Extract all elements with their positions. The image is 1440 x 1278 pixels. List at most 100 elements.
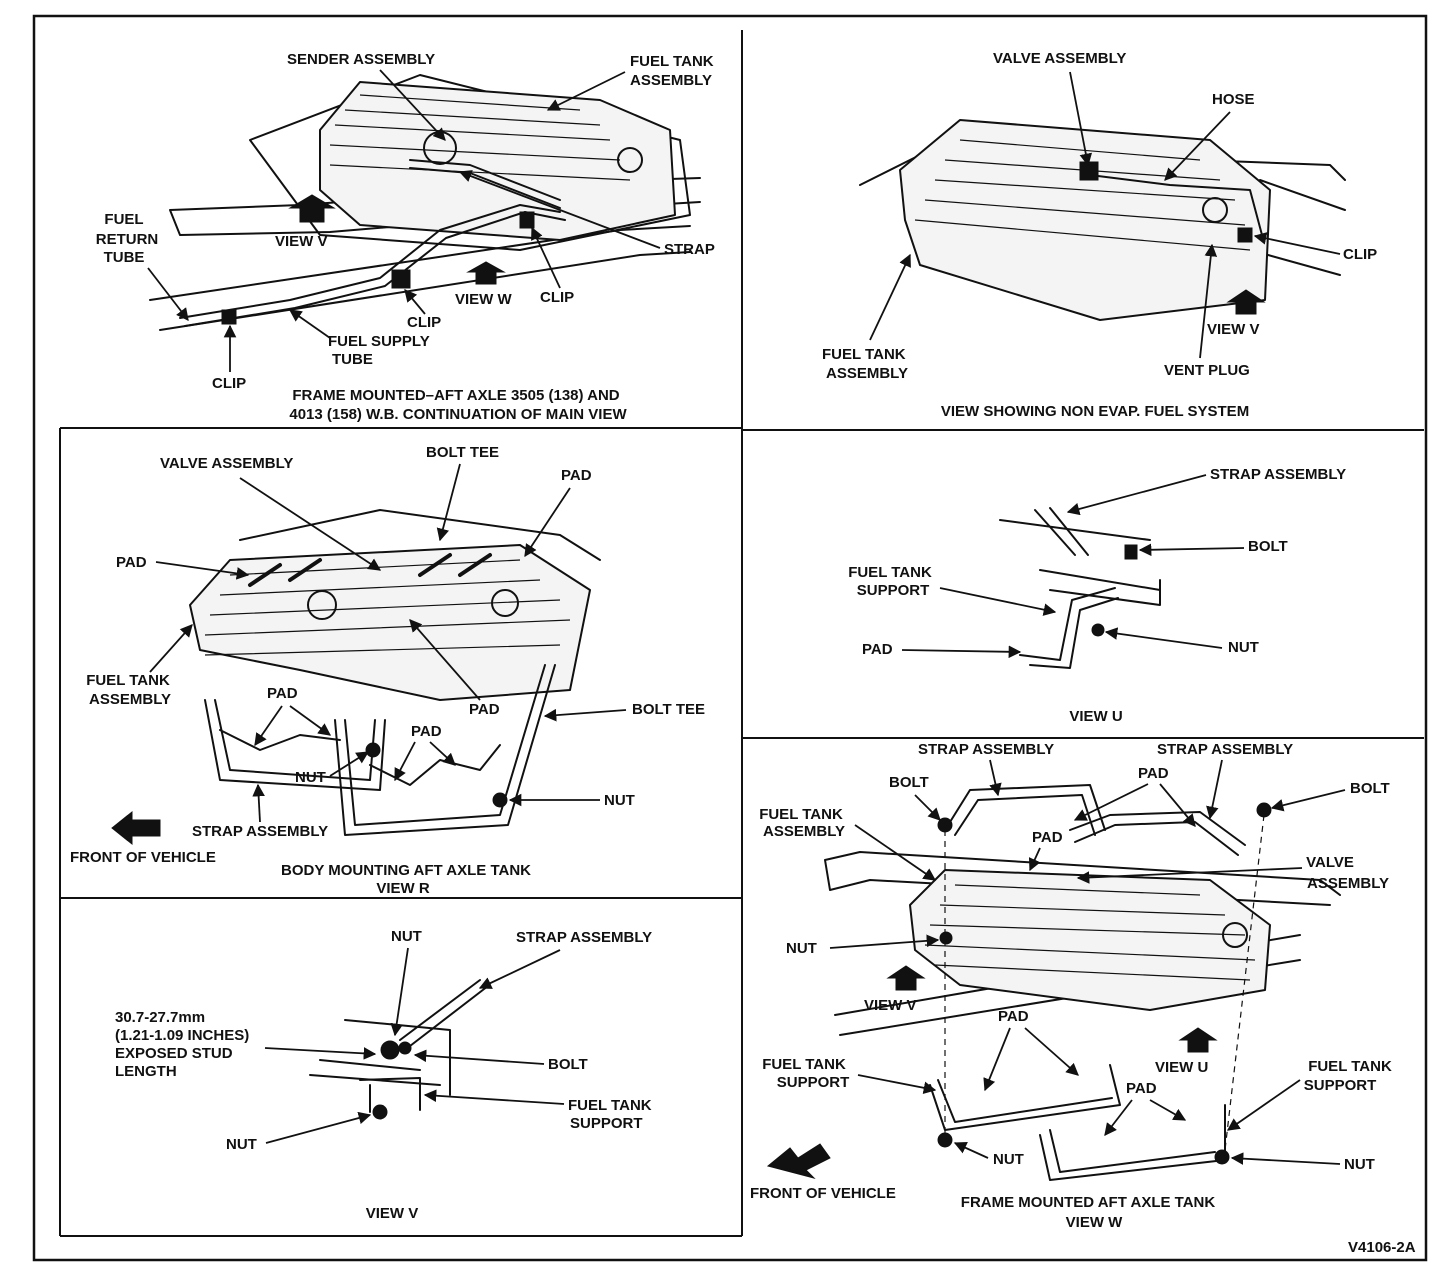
support-r-left [219,729,341,751]
label-strap-assembly-w-left: STRAP ASSEMBLY [918,741,1054,758]
panel-view-w: STRAP ASSEMBLY STRAP ASSEMBLY BOLT PAD B… [750,741,1392,1231]
hose-right [1089,174,1263,236]
bolt-w-right [1256,802,1272,818]
outer-frame [32,14,1428,1262]
label-fuel-tank-assembly-l1: FUEL TANK [630,53,714,70]
clip-mark-2 [519,211,535,229]
label-nut-w-left: NUT [786,940,817,957]
label-nut-top: NUT [391,928,422,945]
label-pad-w-center: PAD [1032,829,1063,846]
label-bolt-w-right: BOLT [1350,780,1390,797]
label-strap-assembly-w-right: STRAP ASSEMBLY [1157,741,1293,758]
view-v-arrow-right [1226,289,1266,315]
crossmember [249,74,691,251]
figure-id: V4106-2A [1348,1239,1416,1256]
label-valve-assembly-w2: ASSEMBLY [1307,875,1389,892]
nut-v-top [398,1041,412,1055]
caption-non-evap: VIEW SHOWING NON EVAP. FUEL SYSTEM [941,403,1249,420]
strap-w-right [1069,811,1246,856]
strap-v [399,979,489,1047]
support-u [1019,587,1119,669]
label-strap-assembly-r: STRAP ASSEMBLY [192,823,328,840]
label-clip-3: CLIP [212,375,246,392]
label-nut-u: NUT [1228,639,1259,656]
tank-filler [617,147,643,173]
label-vent-plug: VENT PLUG [1164,362,1250,379]
front-arrow-w [766,1143,831,1179]
caption-view-v: VIEW V [366,1205,419,1222]
label-fuel-tank-support-u1: FUEL TANK [848,564,932,581]
caption-view-w-l1: FRAME MOUNTED AFT AXLE TANK [961,1194,1216,1211]
filler-r1 [307,590,337,620]
support-w-left [929,1064,1121,1131]
valve-right [1079,161,1099,181]
label-clip-2: CLIP [407,314,441,331]
label-nut-bottom: NUT [226,1136,257,1153]
tank-body-w [909,869,1271,1011]
label-view-w: VIEW W [455,291,513,308]
panel-non-evap: VALVE ASSEMBLY HOSE CLIP FUEL TANK ASSEM… [822,50,1377,420]
label-nut-w-bottom-right: NUT [1344,1156,1375,1173]
support-r-right [369,744,501,786]
label-view-v-r: VIEW V [1207,321,1260,338]
label-fuel-supply-l1: FUEL SUPPLY [328,333,430,350]
nut-r2 [492,792,508,808]
tank-ribs-w [924,884,1256,981]
tank-ribs [329,94,631,181]
clip-mark-3 [221,309,237,325]
label-pad-w-lower: PAD [998,1008,1029,1025]
label-bolt-w-left: BOLT [889,774,929,791]
frame-u [999,519,1161,606]
label-fuel-tank-assembly-w2: ASSEMBLY [763,823,845,840]
label-fuel-tank-support-u2: SUPPORT [857,582,930,599]
strap-r-right [334,664,556,836]
label-front-vehicle-w: FRONT OF VEHICLE [750,1185,896,1202]
filler-right [1202,197,1228,223]
label-stud-l4: LENGTH [115,1063,177,1080]
strap-w-left [944,784,1106,836]
label-fuel-tank-support-wr2: SUPPORT [1304,1077,1377,1094]
clip-mark-1 [391,269,411,289]
label-nut-right: NUT [604,792,635,809]
view-v-arrow [288,194,336,223]
label-fuel-tank-support-v1: FUEL TANK [568,1097,652,1114]
label-fuel-tank-assembly-l2: ASSEMBLY [630,72,712,89]
label-pad-top-right: PAD [561,467,592,484]
filler-r2 [491,589,519,617]
nut-w-3 [1214,1149,1230,1165]
frame-w [824,851,1341,1036]
label-fuel-return-l1: FUEL [104,211,143,228]
nut-u [1091,623,1105,637]
label-fuel-tank-support-wl2: SUPPORT [777,1074,850,1091]
bolt-u [1124,544,1138,560]
front-arrow-r [111,810,161,846]
label-view-v-w: VIEW V [864,997,917,1014]
panel-view-v: NUT STRAP ASSEMBLY 30.7-27.7mm (1.21-1.0… [115,928,652,1222]
fuel-tank-body [319,81,676,241]
label-bolt-u: BOLT [1248,538,1288,555]
label-clip: CLIP [1343,246,1377,263]
nut-r1 [365,742,381,758]
caption-main-l1: FRAME MOUNTED–AFT AXLE 3505 (138) AND [292,387,619,404]
bolt-v [380,1040,400,1060]
strap-u [1034,507,1089,556]
label-fuel-tank-assembly-w1: FUEL TANK [759,806,843,823]
tank-body-right [899,119,1271,321]
label-hose: HOSE [1212,91,1255,108]
support-w-right [1039,1104,1226,1181]
label-pad-lower: PAD [411,723,442,740]
label-stud-l3: EXPOSED STUD [115,1045,233,1062]
label-view-v: VIEW V [275,233,328,250]
caption-view-r-l1: BODY MOUNTING AFT AXLE TANK [281,862,531,879]
clip-right [1237,227,1253,243]
label-strap: STRAP [664,241,715,258]
label-stud-l2: (1.21-1.09 INCHES) [115,1027,249,1044]
label-stud-l1: 30.7-27.7mm [115,1009,205,1026]
caption-view-w-l2: VIEW W [1066,1214,1124,1231]
label-fuel-supply-l2: TUBE [332,351,373,368]
label-pad-mid-left: PAD [267,685,298,702]
caption-view-r-l2: VIEW R [376,880,430,897]
label-bolt-tee-top: BOLT TEE [426,444,499,461]
label-fuel-tank-assembly-r2: ASSEMBLY [89,691,171,708]
label-pad-u: PAD [862,641,893,658]
